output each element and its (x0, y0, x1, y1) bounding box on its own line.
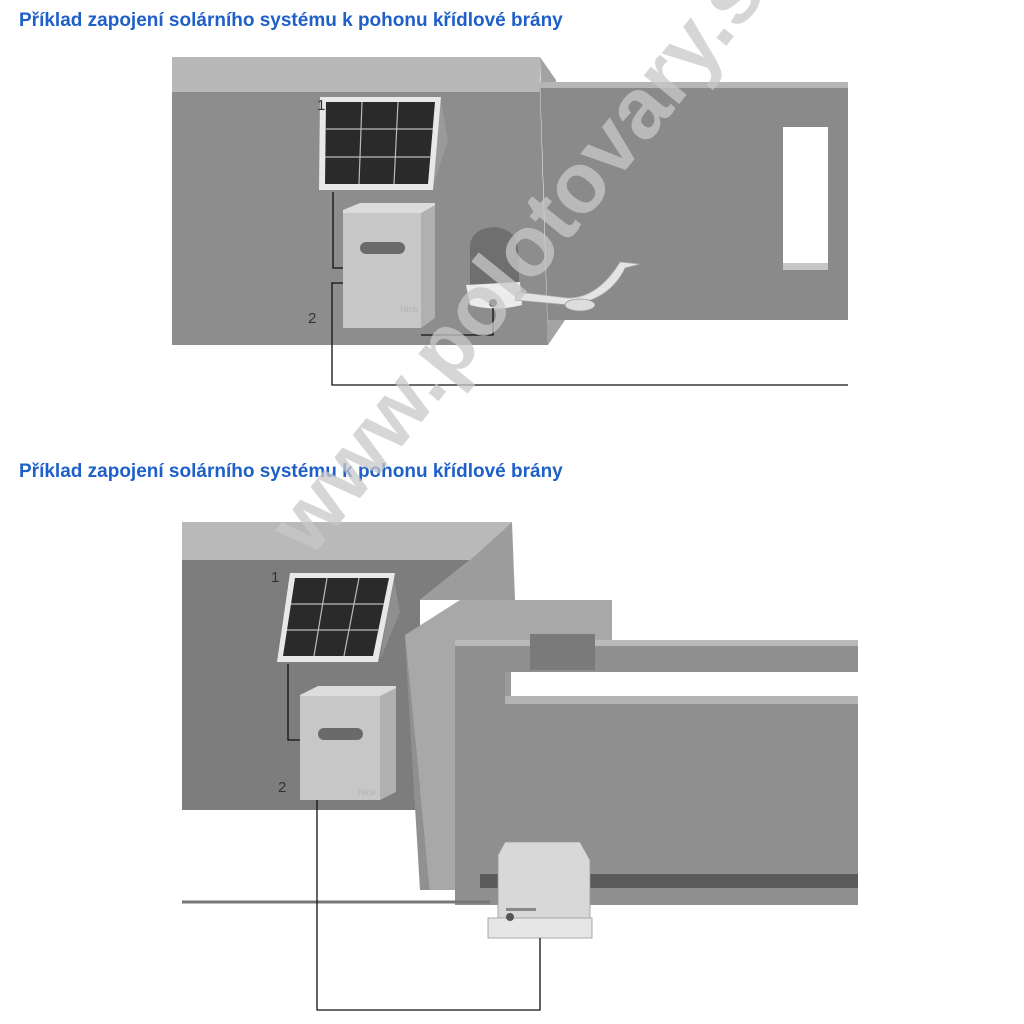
svg-text:Nice: Nice (358, 787, 376, 797)
svg-text:2: 2 (308, 310, 316, 327)
battery-box-1: Nice (343, 203, 435, 328)
svg-text:1: 1 (317, 97, 325, 114)
svg-text:Nice: Nice (400, 304, 418, 314)
gate-leaf (540, 82, 848, 320)
wiring-1 (331, 192, 848, 386)
section-1-title: Příklad zapojení solárního systému k poh… (19, 10, 563, 31)
gate-motor-1 (466, 227, 641, 312)
solar-panel-1 (319, 97, 448, 190)
motor-arm (514, 261, 641, 306)
sliding-gate-diagram: Nice 1 2 (182, 522, 858, 1011)
section-2-title: Příklad zapojení solárního systému k poh… (19, 461, 563, 482)
svg-text:2: 2 (278, 779, 286, 796)
wall-top (172, 57, 540, 92)
gate-window (783, 127, 828, 270)
svg-text:1: 1 (271, 569, 279, 586)
